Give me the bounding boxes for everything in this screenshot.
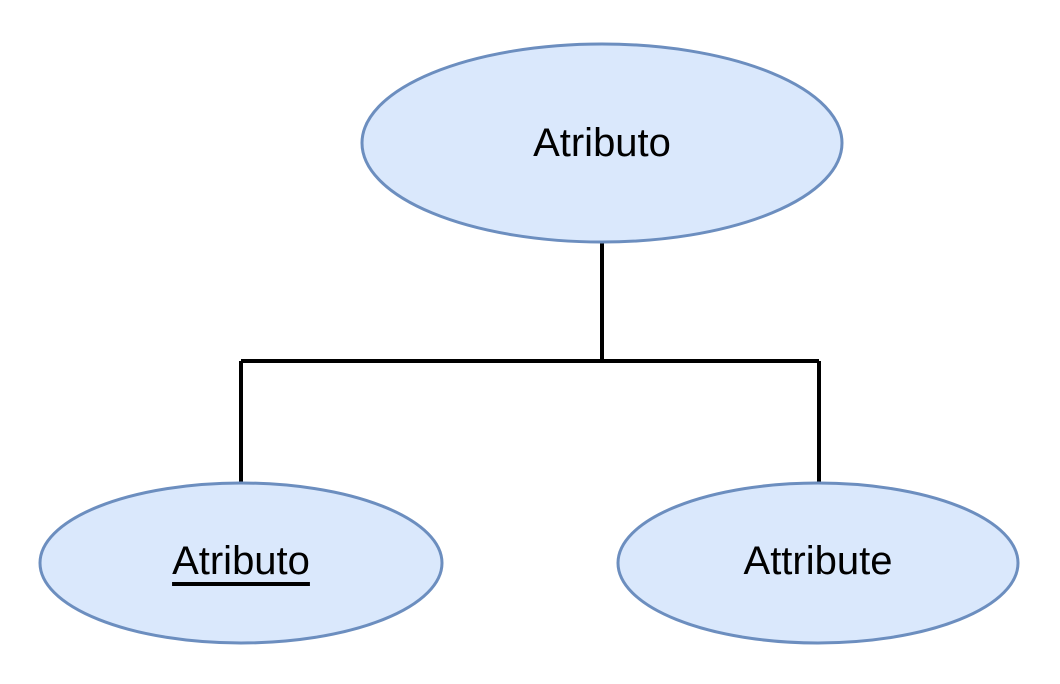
root-attribute-node[interactable]: Atributo [360,42,844,244]
key-attribute-node[interactable]: Atributo [38,481,444,645]
attribute-node[interactable]: Attribute [616,481,1020,645]
attribute-label: Attribute [744,539,893,583]
attribute-ellipse [616,481,1020,645]
key-attribute-ellipse [38,481,444,645]
connector-lines [239,243,821,482]
root-attribute-ellipse [360,42,844,244]
key-attribute-label: Atributo [172,539,310,583]
root-attribute-label: Atributo [533,121,671,165]
